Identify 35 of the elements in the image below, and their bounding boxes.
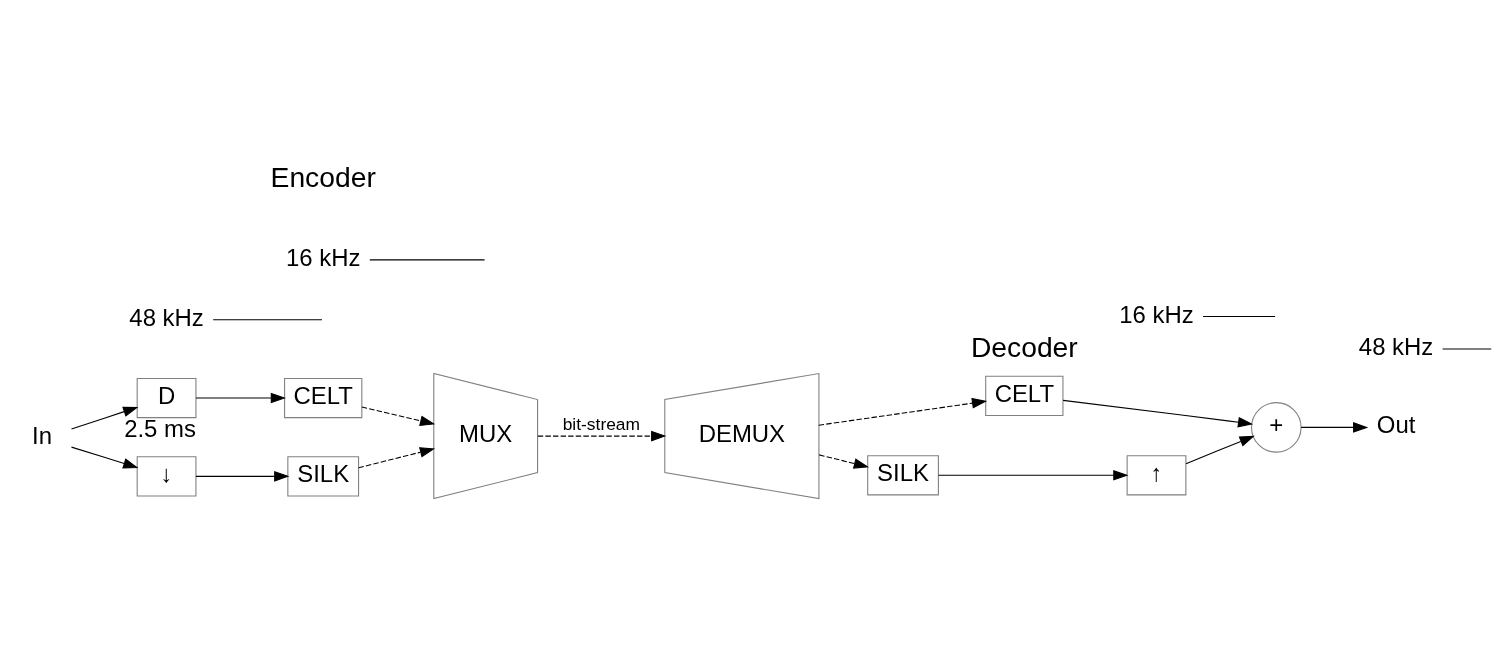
node-text: Out [1376, 410, 1416, 438]
node-box: SILK [867, 454, 939, 495]
node-box: ↓ [136, 455, 197, 496]
node-box: DEMUX [664, 372, 820, 499]
arrow [195, 392, 286, 403]
arrow [938, 469, 1129, 481]
arrow [70, 446, 139, 468]
arrow [70, 406, 139, 429]
node-text: 16 kHz [285, 243, 361, 271]
node-box: SILK [287, 455, 360, 496]
connector [212, 318, 323, 320]
connector [1202, 315, 1276, 317]
node-text: 16 kHz [1119, 300, 1194, 328]
node-text: 48 kHz [129, 303, 204, 331]
arrow [358, 446, 436, 468]
node-box: CELT [985, 375, 1064, 416]
node-box: MUX [433, 372, 539, 499]
connector [369, 258, 486, 260]
arrow [818, 453, 870, 469]
arrow [195, 470, 290, 482]
node-box: CELT [284, 377, 363, 418]
arrow [537, 430, 667, 441]
arrow [818, 397, 988, 426]
node-text: In [32, 421, 52, 449]
arrow [1300, 421, 1369, 433]
node-box: ↑ [1126, 454, 1187, 495]
arrow [1062, 399, 1254, 428]
node-box: D [136, 377, 197, 418]
node-text: 48 kHz [1358, 332, 1434, 360]
node-circle: + [1251, 401, 1302, 453]
edge-label: bit-stream [562, 413, 640, 434]
arrow [361, 405, 436, 426]
label: Decoder [970, 330, 1078, 363]
arrow [1185, 435, 1255, 464]
label: Encoder [270, 160, 376, 193]
